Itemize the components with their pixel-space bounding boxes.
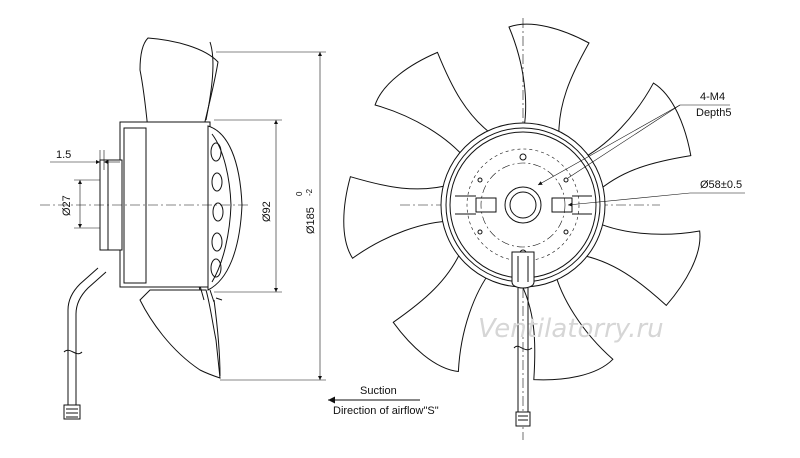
front-cable-end xyxy=(515,411,531,427)
bolt-circle-label: Ø58±0.5 xyxy=(700,179,742,191)
dim-offset-label: 1.5 xyxy=(56,149,71,161)
hub-slot-left xyxy=(475,197,497,213)
fan-blade xyxy=(374,51,497,161)
side-blade-bottom xyxy=(139,289,221,379)
dim-outer-tol-upper: 0 xyxy=(295,191,304,196)
dim-outer-label: Ø185 xyxy=(305,207,317,234)
side-cable xyxy=(67,267,99,405)
thread-label: 4-M4 xyxy=(700,91,725,103)
front-view xyxy=(343,18,745,440)
fan-blade xyxy=(576,220,701,307)
fan-blade xyxy=(517,269,614,381)
depth-label: Depth5 xyxy=(696,107,731,119)
cable-gland xyxy=(511,251,535,289)
suction-label: Suction xyxy=(360,385,397,397)
fan-blade xyxy=(578,82,692,195)
side-hub-body xyxy=(119,121,211,288)
front-blades xyxy=(343,23,701,381)
mounting-holes xyxy=(477,153,569,257)
watermark: Ventilatorry.ru xyxy=(478,314,664,344)
cooling-slots xyxy=(210,142,224,278)
side-view xyxy=(40,37,420,420)
airflow-direction-label: Direction of airflow"S" xyxy=(333,405,439,417)
dim-outer-tol-lower: -2 xyxy=(305,188,314,196)
fan-blade xyxy=(508,23,590,142)
dim-hub-label: Ø92 xyxy=(261,201,273,222)
fan-blade xyxy=(392,246,493,372)
fan-blade xyxy=(343,176,454,259)
dim-shaft-label: Ø27 xyxy=(61,195,73,216)
